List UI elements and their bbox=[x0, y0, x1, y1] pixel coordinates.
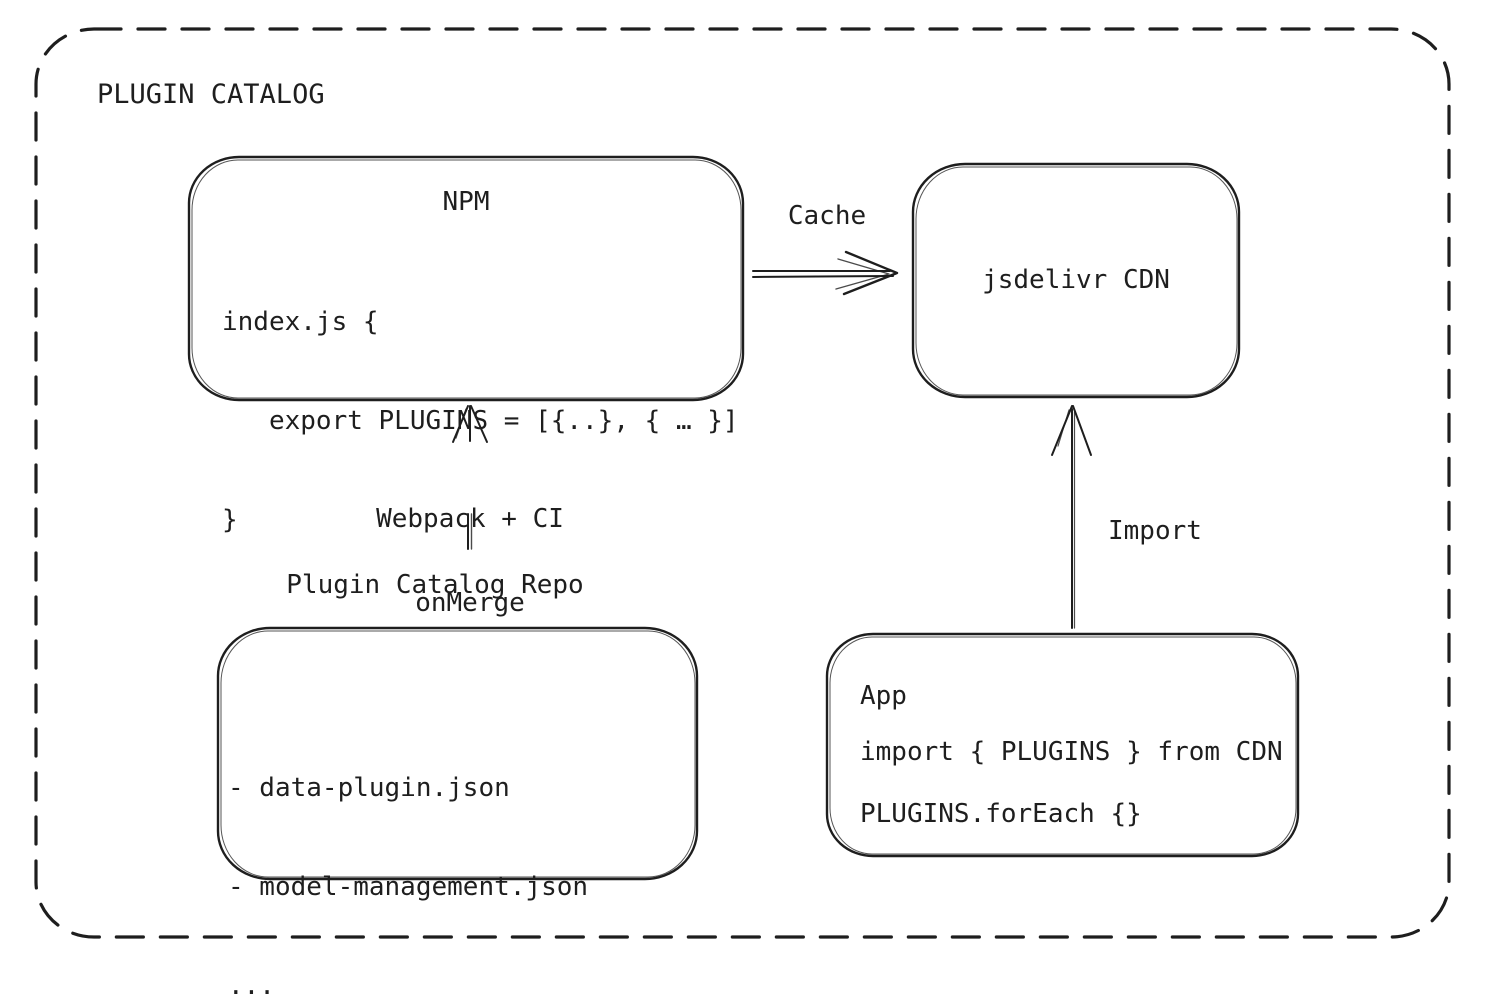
cdn-box-sketch-stroke bbox=[915, 166, 1238, 396]
repo-box-sketch-stroke bbox=[220, 630, 696, 878]
cache-arrow bbox=[752, 250, 899, 296]
npm-box-shape bbox=[187, 155, 745, 402]
npm-code-block: index.js { export PLUGINS = [{..}, { … }… bbox=[222, 240, 739, 603]
plugin-catalog-title: PLUGIN CATALOG bbox=[97, 79, 325, 110]
import-arrow bbox=[1051, 405, 1092, 629]
repo-node-title: Plugin Catalog Repo bbox=[286, 570, 584, 600]
repo-file-line: - data-plugin.json bbox=[228, 773, 510, 803]
repo-file-line: ... bbox=[228, 971, 275, 1001]
import-edge-label: Import bbox=[1108, 516, 1202, 546]
npm-node-title: NPM bbox=[442, 187, 490, 217]
repo-box-shape bbox=[216, 626, 699, 881]
app-code-line: PLUGINS.forEach {} bbox=[860, 799, 1142, 829]
app-box-shape bbox=[825, 632, 1300, 858]
build-edge-label-line: onMerge bbox=[415, 588, 525, 618]
npm-box-sketch-stroke bbox=[191, 159, 742, 399]
cdn-box-shape bbox=[911, 162, 1241, 399]
npm-code-line: } bbox=[222, 505, 238, 535]
build-edge-label: Webpack + CI onMerge bbox=[330, 449, 610, 673]
build-arrow bbox=[452, 405, 488, 550]
app-code-line: import { PLUGINS } from CDN bbox=[860, 737, 1283, 767]
repo-file-line: - model-management.json bbox=[228, 872, 589, 902]
app-node-title: App bbox=[860, 681, 907, 711]
plugin-catalog-boundary bbox=[34, 27, 1451, 939]
build-edge-label-line: Webpack + CI bbox=[376, 504, 564, 534]
cache-edge-label: Cache bbox=[787, 201, 867, 231]
npm-code-line: index.js { bbox=[222, 307, 379, 337]
npm-code-line: export PLUGINS = [{..}, { … }] bbox=[222, 406, 739, 436]
cdn-node-label: jsdelivr CDN bbox=[982, 265, 1170, 295]
repo-file-list: - data-plugin.json - model-management.js… bbox=[228, 706, 588, 1002]
app-box-sketch-stroke bbox=[829, 636, 1297, 855]
